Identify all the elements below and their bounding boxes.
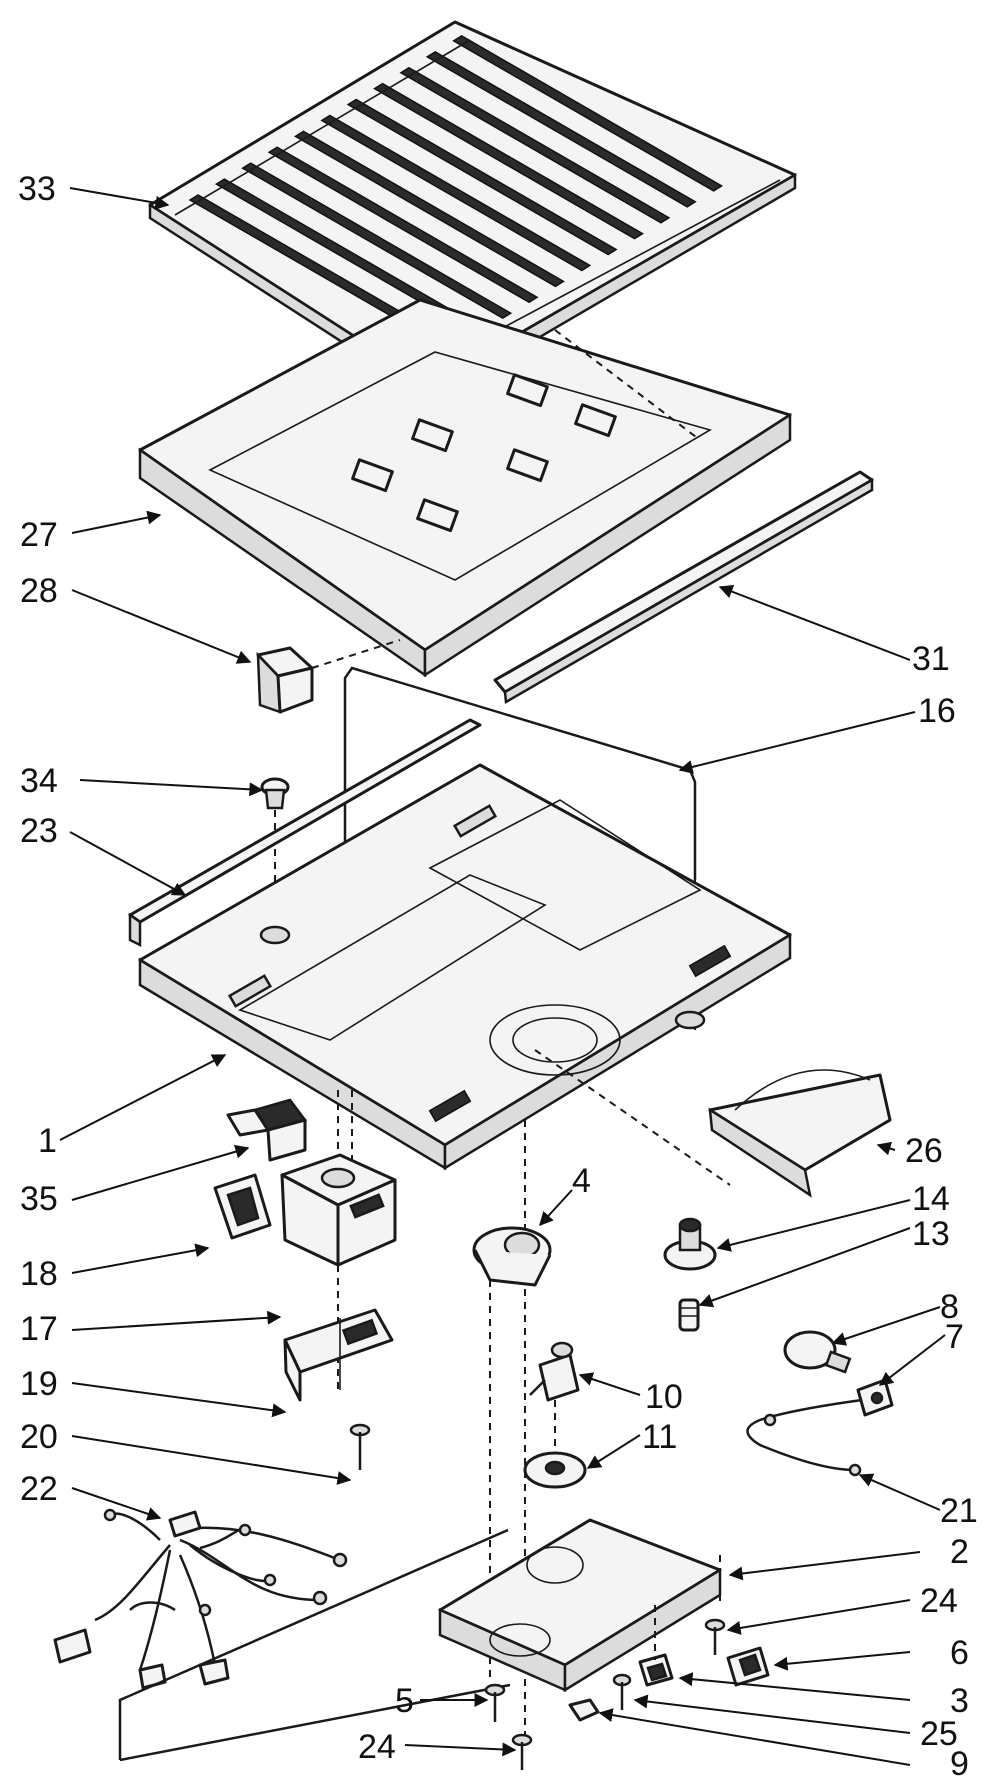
part-2-housing-tray	[438, 1518, 722, 1693]
part-13-bulb-socket	[678, 1298, 700, 1332]
part-28-end-cap	[256, 639, 401, 714]
grille-rib	[267, 146, 539, 304]
grille-rib	[425, 50, 697, 208]
part-20-screw	[349, 1423, 371, 1470]
part-10-switch	[529, 1341, 580, 1470]
grille-rib	[320, 114, 592, 272]
callout-11: 11	[642, 1418, 677, 1456]
grille-rib	[241, 162, 513, 320]
part-24-screw-upper	[704, 1618, 726, 1655]
part-7-lamp-socket	[856, 1378, 894, 1417]
part-11-washer	[523, 1451, 587, 1489]
callout-8: 8	[940, 1288, 959, 1326]
part-26-duct-cover	[708, 1069, 892, 1198]
callout-labels: 33 27 28 31 16 34 23 1 35 26 4 14 13 18 …	[18, 170, 978, 1777]
grille-rib	[293, 130, 565, 288]
leader-lines	[59, 187, 946, 1766]
callout-26: 26	[905, 1132, 943, 1170]
part-1-base-plate	[138, 763, 792, 1740]
grille-rib	[399, 66, 671, 224]
callout-5: 5	[395, 1682, 414, 1720]
callout-4: 4	[572, 1162, 591, 1200]
grille-rib	[346, 98, 618, 256]
callout-16: 16	[918, 692, 956, 730]
part-9-nut	[568, 1698, 600, 1722]
callout-2: 2	[950, 1533, 969, 1571]
grille-rib	[373, 82, 645, 240]
callout-28: 28	[20, 572, 58, 610]
callout-13: 13	[912, 1215, 950, 1253]
callout-24-lower: 24	[358, 1728, 396, 1766]
callout-35: 35	[20, 1180, 58, 1218]
callout-34: 34	[20, 762, 58, 800]
part-19-thermostat-bracket	[283, 1308, 394, 1402]
callout-18: 18	[20, 1255, 58, 1293]
part-25-screw	[612, 1673, 632, 1710]
part-31-trim-strip	[493, 470, 874, 705]
part-18-bracket	[213, 1173, 272, 1240]
part-14-knob	[663, 1217, 717, 1271]
callout-33: 33	[18, 170, 56, 208]
callout-6: 6	[950, 1634, 969, 1672]
callout-25: 25	[920, 1715, 958, 1753]
callout-27: 27	[20, 516, 58, 554]
callout-20: 20	[20, 1418, 58, 1456]
part-35-clip	[226, 1098, 308, 1162]
callout-22: 22	[20, 1470, 58, 1508]
part-17-control-housing	[280, 1090, 397, 1390]
part-24-screw-lower	[511, 1733, 533, 1770]
callout-7: 7	[945, 1318, 964, 1356]
callout-31: 31	[912, 640, 950, 678]
callout-23: 23	[20, 812, 58, 850]
part-21-wire	[746, 1398, 863, 1477]
callout-9: 9	[950, 1745, 969, 1777]
callout-17: 17	[20, 1310, 58, 1348]
part-22-wire-harness	[53, 1508, 511, 1762]
grille-rib	[452, 35, 724, 192]
callout-1: 1	[38, 1122, 57, 1160]
callout-3: 3	[950, 1682, 969, 1720]
callout-24-upper: 24	[920, 1582, 958, 1620]
callout-14: 14	[912, 1180, 950, 1218]
part-27-tray-frame	[138, 298, 792, 678]
part-4-motor-mount	[472, 1226, 552, 1680]
part-5-screw	[484, 1683, 506, 1722]
callout-21: 21	[940, 1492, 978, 1530]
part-6-connector	[726, 1646, 770, 1687]
callout-10: 10	[645, 1378, 683, 1416]
part-8-light-bulb	[783, 1330, 852, 1374]
part-23-rail	[128, 718, 482, 948]
part-3-terminal	[638, 1605, 674, 1687]
callout-19: 19	[20, 1365, 58, 1403]
